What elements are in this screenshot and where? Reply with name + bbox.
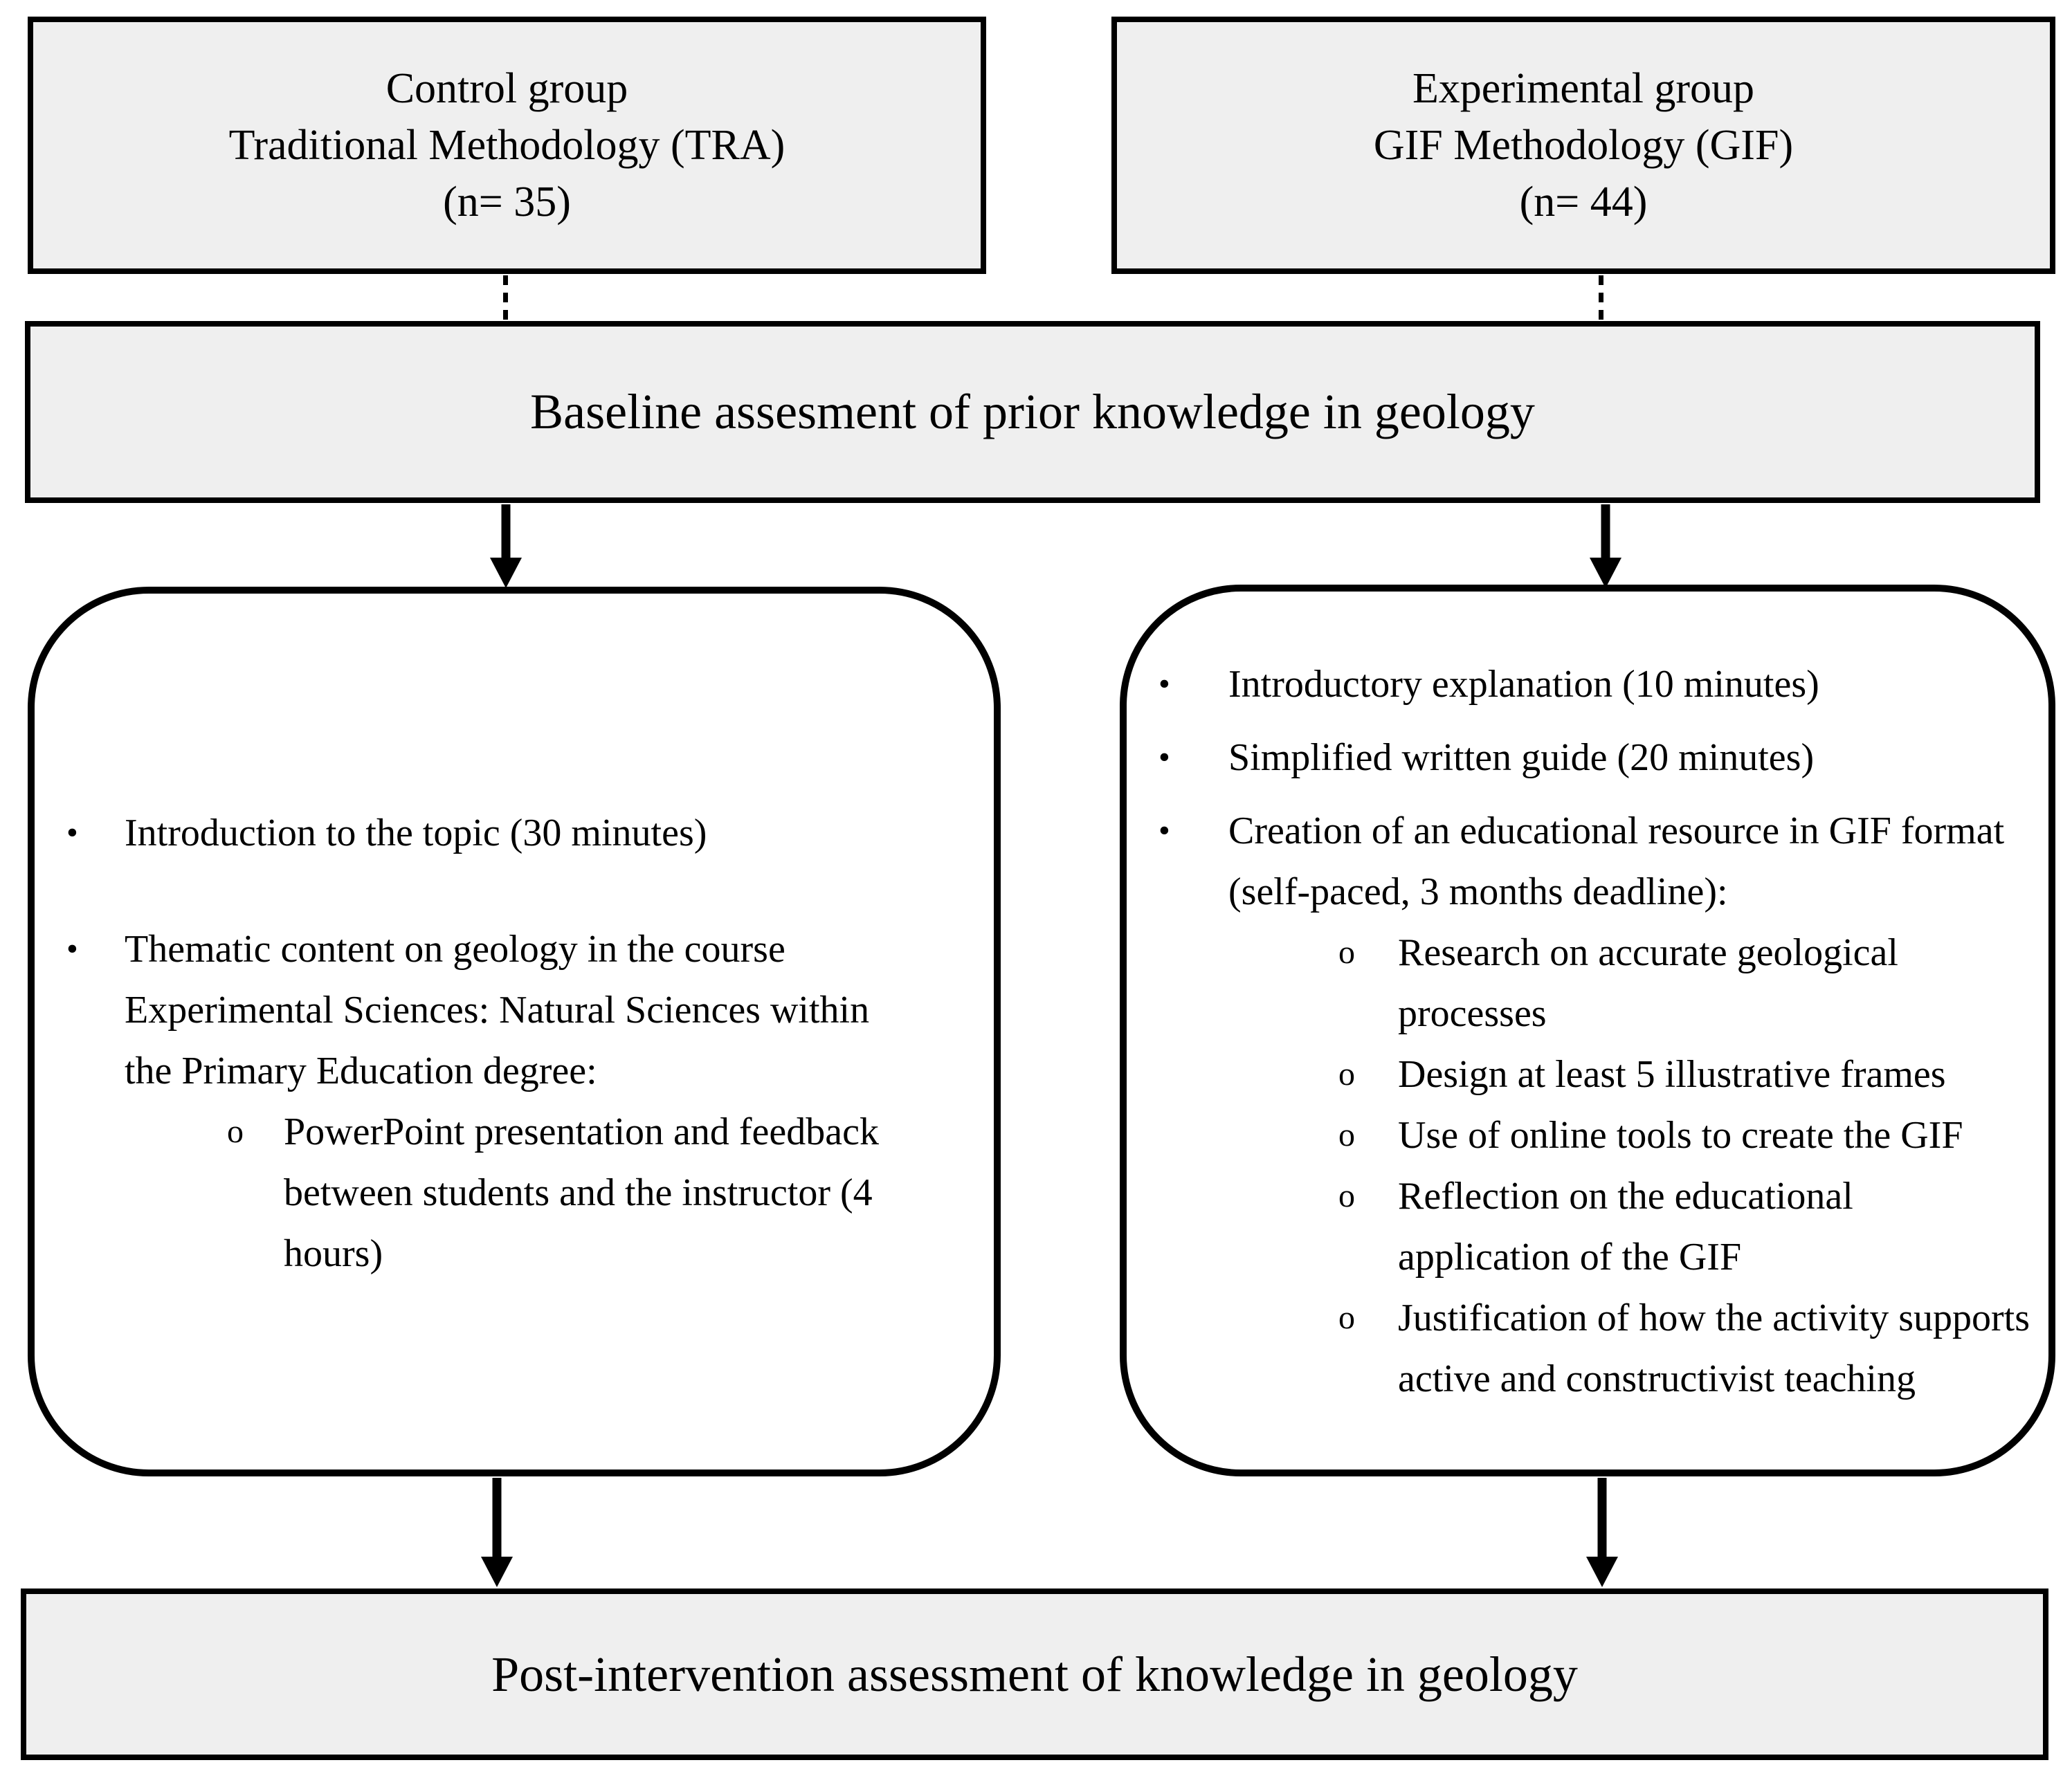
list-item: Thematic content on geology in the cours… (35, 919, 994, 1101)
down-arrow-to-post-assessment-left (481, 1478, 513, 1587)
down-arrow-to-control-panel (490, 504, 522, 588)
bullet-text: PowerPoint presentation and feedback bet… (284, 1110, 879, 1275)
list-sub-item: PowerPoint presentation and feedback bet… (35, 1101, 994, 1284)
down-arrow-to-experimental-panel (1590, 504, 1621, 588)
list-sub-item: Research on accurate geological processe… (1127, 922, 2048, 1044)
bullet-text: Introduction to the topic (30 minutes) (125, 812, 707, 854)
experimental-group-name: Experimental group (1412, 65, 1755, 112)
experimental-activities-list: Introductory explanation (10 minutes) Si… (1127, 654, 2048, 1409)
list-sub-item: Reflection on the educational applicatio… (1127, 1166, 2048, 1288)
list-sub-item: Use of online tools to create the GIF (1127, 1105, 2048, 1166)
arrow-head-icon (1586, 1557, 1618, 1587)
bullet-text: Thematic content on geology in the cours… (125, 928, 870, 1092)
experimental-methodology-panel: Introductory explanation (10 minutes) Si… (1120, 585, 2055, 1476)
control-methodology-panel: Introduction to the topic (30 minutes) T… (28, 587, 1001, 1476)
experimental-dashed-connector (1599, 275, 1603, 320)
baseline-assessment-label: Baseline assesment of prior knowledge in… (530, 384, 1535, 439)
bullet-text: Design at least 5 illustrative frames (1398, 1053, 1946, 1096)
bullet-text: Creation of an educational resource in G… (1228, 809, 2005, 913)
arrow-head-icon (1590, 558, 1621, 588)
bullet-text: Research on accurate geological processe… (1398, 931, 1898, 1035)
control-activities-list: Introduction to the topic (30 minutes) T… (35, 803, 994, 1284)
bullet-text: Use of online tools to create the GIF (1398, 1114, 1963, 1157)
control-group-methodology: Traditional Methodology (TRA) (228, 122, 785, 169)
arrow-shaft (1601, 504, 1610, 559)
post-assessment-box: Post-intervention assessment of knowledg… (21, 1589, 2048, 1760)
arrow-head-icon (481, 1557, 513, 1587)
arrow-head-icon (490, 558, 522, 588)
list-item: Creation of an educational resource in G… (1127, 800, 2048, 922)
experimental-group-sample-size: (n= 44) (1519, 178, 1648, 226)
bullet-text: Introductory explanation (10 minutes) (1228, 663, 1819, 706)
list-sub-item: Design at least 5 illustrative frames (1127, 1044, 2048, 1105)
down-arrow-to-post-assessment-right (1586, 1478, 1618, 1587)
arrow-shaft (492, 1478, 502, 1558)
bullet-text: Reflection on the educational applicatio… (1398, 1175, 1853, 1279)
list-item: Introductory explanation (10 minutes) (1127, 654, 2048, 715)
control-group-box: Control group Traditional Methodology (T… (28, 17, 986, 274)
control-group-sample-size: (n= 35) (443, 178, 571, 226)
control-group-name: Control group (385, 65, 628, 112)
bullet-text: Simplified written guide (20 minutes) (1228, 736, 1815, 779)
arrow-shaft (1597, 1478, 1607, 1558)
list-sub-item: Justification of how the activity suppor… (1127, 1288, 2048, 1409)
list-item: Introduction to the topic (30 minutes) (35, 803, 994, 863)
arrow-shaft (501, 504, 511, 559)
experimental-group-methodology: GIF Methodology (GIF) (1373, 122, 1794, 169)
post-assessment-label: Post-intervention assessment of knowledg… (491, 1646, 1578, 1702)
list-item: Simplified written guide (20 minutes) (1127, 727, 2048, 788)
bullet-text: Justification of how the activity suppor… (1398, 1297, 2030, 1400)
control-dashed-connector (503, 275, 508, 320)
experimental-group-box: Experimental group GIF Methodology (GIF)… (1111, 17, 2055, 274)
baseline-assessment-box: Baseline assesment of prior knowledge in… (25, 321, 2040, 503)
